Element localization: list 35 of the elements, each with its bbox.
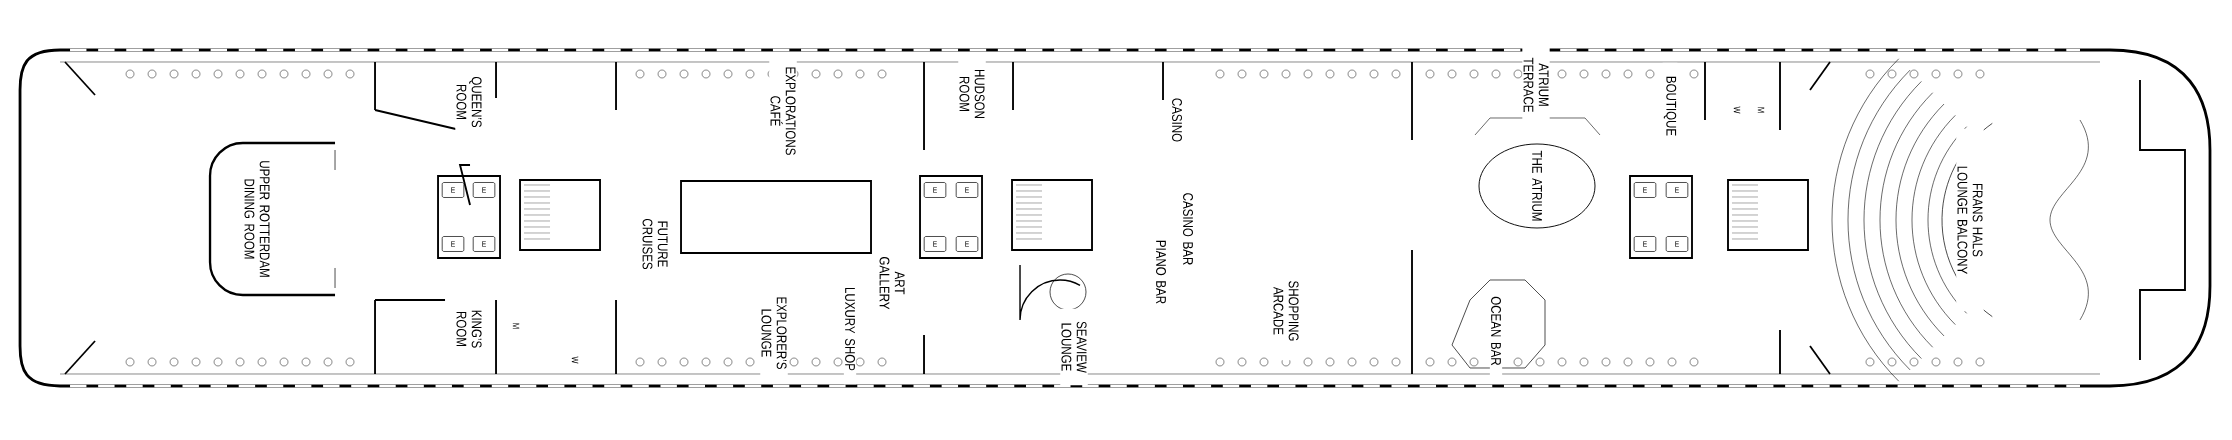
room-label: HUDSON ROOM: [958, 55, 986, 133]
room-label: PIANO BAR: [1154, 228, 1168, 316]
room-label: KING’S ROOM: [455, 293, 483, 365]
restroom-label: W: [571, 356, 579, 364]
room-label: FUTURE CRUISES: [641, 205, 669, 283]
elevator-sign: E: [955, 182, 979, 198]
restroom-label: W: [1733, 106, 1741, 114]
elevator-sign: E: [1665, 182, 1689, 198]
room-label: FRANS HALS LOUNGE BALCONY: [1956, 128, 1984, 312]
room-label: BOUTIQUE: [1662, 62, 1678, 150]
elevator-sign: E: [441, 236, 465, 252]
elevator-sign: E: [1633, 182, 1657, 198]
room-label: ATRIUM TERRACE: [1522, 45, 1550, 125]
elevator-sign: E: [441, 182, 465, 198]
restroom-label: M: [1757, 107, 1765, 113]
elevator-sign: E: [923, 236, 947, 252]
room-label: CASINO: [1170, 82, 1184, 158]
room-label: CASINO BAR: [1181, 179, 1195, 279]
room-label: SHOPPING ARCADE: [1272, 261, 1300, 361]
room-label: ART GALLERY: [878, 244, 906, 322]
elevator-sign: E: [472, 182, 496, 198]
elevator-sign: E: [923, 182, 947, 198]
room-label: QUEEN’S ROOM: [455, 66, 483, 138]
room-label: UPPER ROTTERDAM DINING ROOM: [243, 150, 271, 288]
elevator-sign: E: [1633, 236, 1657, 252]
elevator-sign: E: [1665, 236, 1689, 252]
room-label: EXPLORER’S LOUNGE: [760, 283, 788, 383]
room-label: OCEAN BAR: [1489, 281, 1503, 381]
room-label: THE ATRIUM: [1530, 146, 1544, 226]
elevator-sign: E: [472, 236, 496, 252]
restroom-label: M: [512, 323, 520, 329]
room-label: LUXURY SHOP: [843, 273, 857, 385]
room-label: SEAVIEW LOUNGE: [1060, 308, 1088, 386]
elevator-sign: E: [955, 236, 979, 252]
room-label: EXPLORATIONS CAFÉ: [769, 52, 797, 170]
